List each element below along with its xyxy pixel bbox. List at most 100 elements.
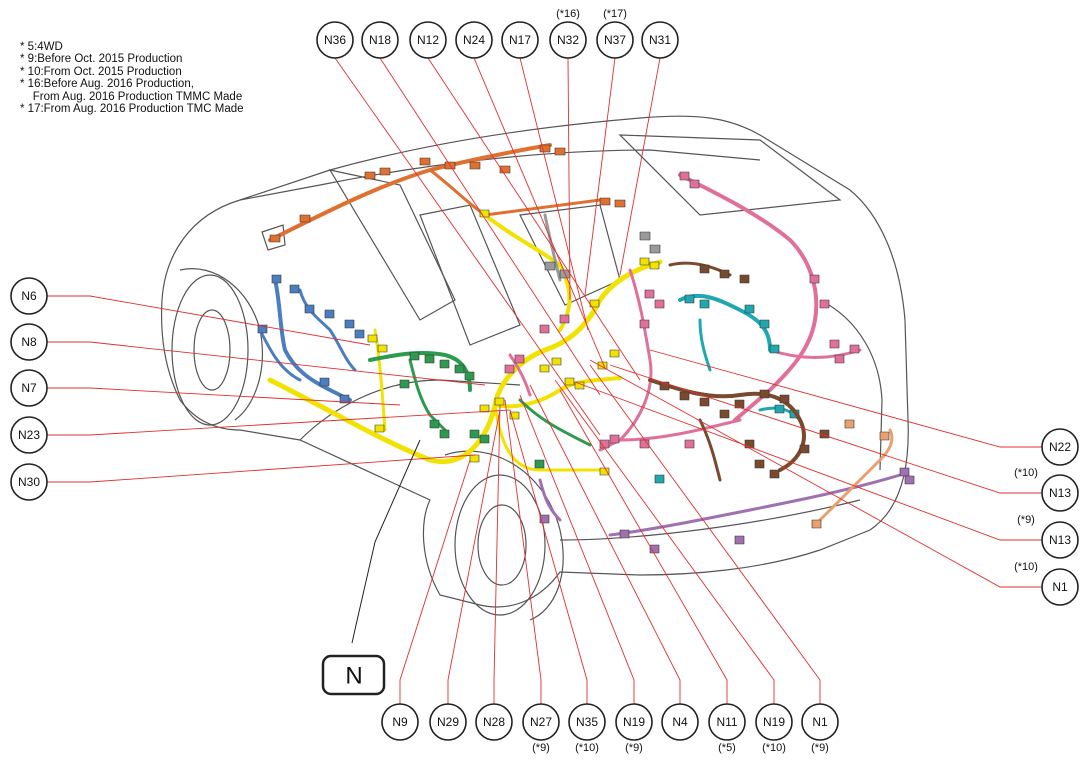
callout-label: N6: [21, 289, 37, 303]
callout-top: N17: [501, 21, 539, 59]
callout-circle: [455, 21, 493, 59]
roof-harness: [268, 143, 552, 242]
callout-top: N31: [641, 21, 679, 59]
instrument-connector: [324, 309, 335, 319]
pink-connector: [639, 319, 650, 329]
peach-connector: [811, 519, 822, 529]
leader-line: [649, 349, 1060, 448]
leader-line: [567, 40, 571, 301]
rear-teal-branch: [698, 318, 712, 372]
leader-line: [29, 454, 476, 483]
callout-label: N1: [812, 715, 828, 729]
callout-circle: [429, 703, 467, 741]
callout-bottom: N35(*10): [568, 703, 606, 754]
callout-circle: [361, 21, 399, 59]
leader-line: [574, 381, 1060, 541]
side-purple-harness: [538, 478, 562, 522]
callout-label: N37: [604, 33, 626, 47]
pink-connector: [514, 354, 525, 364]
callout-note: (*9): [811, 742, 829, 754]
seat-harness: [508, 353, 532, 397]
callout-note: (*10): [1014, 467, 1038, 479]
leader-line: [554, 379, 775, 722]
callout-bottom: N19(*9): [615, 703, 653, 754]
callout-top: N36: [316, 21, 354, 59]
floor-connector: [509, 411, 520, 420]
callout-circle: [1041, 428, 1079, 466]
bumper-line: [559, 499, 861, 541]
callout-note: (*9): [625, 742, 643, 754]
pink-connector: [829, 339, 840, 349]
brown-connector: [719, 409, 730, 419]
rear-wheel-rim: [477, 504, 527, 586]
callout-label: N9: [392, 715, 408, 729]
hood-line: [299, 379, 521, 441]
leader-line: [609, 364, 1060, 494]
callout-top: N12: [409, 21, 447, 59]
floor-connector: [377, 344, 388, 353]
rear-wheel: [454, 474, 546, 616]
callout-note: (*5): [718, 742, 736, 754]
callout-label: N35: [576, 715, 598, 729]
roof-connector: [539, 144, 551, 153]
callout-label: N23: [18, 428, 40, 442]
rear-floor-harness: [493, 403, 602, 472]
callout-label: N11: [716, 715, 737, 729]
teal-connector: [699, 299, 710, 309]
peach-connector: [879, 431, 890, 441]
callout-label: N12: [417, 33, 439, 47]
callout-circle: [10, 463, 48, 501]
callout-left: N7: [10, 369, 48, 407]
callout-note: (*9): [1017, 514, 1035, 526]
purple-connector: [619, 529, 630, 539]
callout-circle: [615, 703, 653, 741]
callout-label: N19: [763, 715, 785, 729]
brown-connector: [734, 399, 745, 409]
callout-bottom: N9: [381, 703, 419, 741]
pillar-harness: [483, 213, 572, 332]
floor-connector: [469, 454, 480, 463]
callout-top: N37(*17): [596, 8, 634, 59]
brown-connector: [799, 444, 810, 454]
teal-connector: [744, 304, 755, 314]
instrument-connector: [344, 319, 355, 329]
footnote-line: * 5:4WD: [20, 41, 63, 53]
floor-connector: [374, 424, 385, 433]
main-floor-harness: [267, 259, 663, 465]
leader-line: [589, 364, 821, 722]
roof-connector: [499, 165, 511, 174]
teal-connector: [774, 404, 785, 414]
brown-connector: [719, 269, 730, 279]
leader-line: [509, 409, 588, 722]
leader-lines: [29, 40, 1060, 722]
callout-label: N36: [324, 33, 346, 47]
callout-left: N6: [10, 277, 48, 315]
rear-wheel-arch: [444, 450, 564, 621]
pink-connector: [504, 364, 515, 374]
purple-connector: [899, 467, 910, 477]
leader-line: [399, 459, 471, 722]
callout-circle: [596, 21, 634, 59]
callout-top: N24: [455, 21, 493, 59]
vehicle-outline: [161, 115, 909, 621]
instrument-connector: [319, 377, 330, 387]
peach-connector: [844, 419, 855, 429]
lower-brown-harness: [698, 418, 722, 482]
brown-connector: [699, 264, 710, 274]
instrument-connector: [257, 324, 268, 334]
instrument-connector: [271, 274, 282, 284]
brown-connector: [759, 389, 770, 399]
console-connector: [424, 354, 435, 364]
instrument-connector: [289, 284, 300, 294]
purple-connector: [649, 544, 660, 554]
gray-harness: [543, 213, 562, 282]
brown-connector: [699, 397, 710, 407]
callout-left: N23: [10, 416, 48, 454]
leader-line: [504, 399, 542, 722]
footnote-line: From Aug. 2016 Production TMMC Made: [20, 90, 243, 103]
leader-line: [29, 387, 401, 406]
console-connector: [454, 364, 465, 374]
instrument-panel-harness: [273, 278, 352, 402]
leader-line: [519, 40, 589, 331]
